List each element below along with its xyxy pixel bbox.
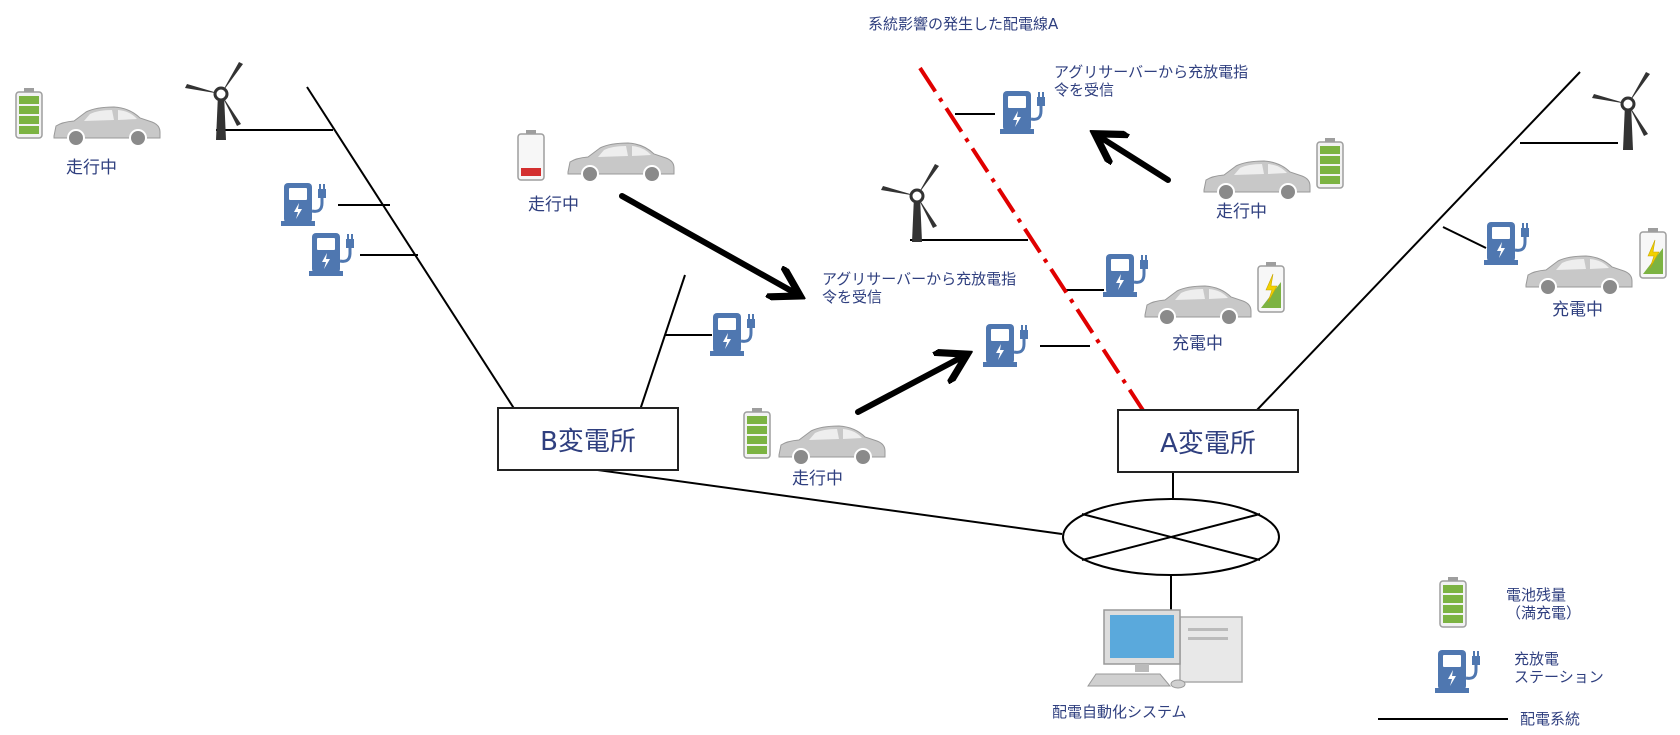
- substation-b: B変電所: [497, 407, 679, 471]
- status-label: 充電中: [1172, 334, 1223, 354]
- ev-car-icon: [1144, 285, 1252, 326]
- ev-car-icon: [53, 106, 161, 147]
- battery-full-icon: [1316, 137, 1344, 189]
- wind-turbine-icon: [183, 60, 245, 142]
- battery-charging-icon: [1639, 227, 1667, 279]
- aggregator-message-line: アグリサーバーから充放電指: [822, 270, 1017, 288]
- aggregator-message: アグリサーバーから充放電指 令を受信: [1054, 63, 1248, 99]
- aggregator-message-line: 令を受信: [1054, 81, 1115, 99]
- legend-line-label: 配電系統: [1520, 710, 1581, 728]
- status-label: 走行中: [528, 195, 579, 215]
- battery-low-icon: [517, 129, 545, 181]
- wind-turbine-icon: [1590, 70, 1652, 152]
- aggregator-message-line: 令を受信: [822, 288, 883, 306]
- aggregator-message: アグリサーバーから充放電指 令を受信: [822, 270, 1016, 306]
- charging-station-icon: [307, 231, 356, 278]
- dms-label: 配電自動化システム: [1052, 703, 1187, 721]
- ev-car-icon: [778, 425, 886, 466]
- battery-full-icon: [15, 87, 43, 139]
- legend-station-icon: [1433, 648, 1482, 695]
- arrow-to-aggregator: [619, 193, 795, 293]
- computer-icon: [1087, 609, 1243, 689]
- fault-feeder-title: 系統影響の発生した配電線A: [868, 15, 1059, 33]
- charging-station-icon: [1482, 220, 1531, 267]
- legend-text: ステーション: [1514, 668, 1604, 686]
- status-label: 充電中: [1552, 300, 1603, 320]
- charging-station-icon: [981, 322, 1030, 369]
- fault-line-a: [918, 66, 1150, 420]
- charging-station-icon: [998, 89, 1047, 136]
- network-switch: [1062, 498, 1280, 576]
- legend-text: 充放電: [1514, 650, 1560, 668]
- status-label: 走行中: [792, 469, 843, 489]
- ev-car-icon: [1525, 255, 1633, 296]
- legend-text: 電池残量: [1506, 586, 1567, 604]
- arrow-to-station: [855, 357, 962, 415]
- distribution-lines: [216, 71, 1618, 720]
- charging-station-icon: [1101, 252, 1150, 299]
- battery-charging-icon: [1257, 261, 1285, 313]
- status-label: 走行中: [66, 158, 117, 178]
- ev-car-icon: [1203, 160, 1311, 201]
- battery-full-icon: [743, 407, 771, 459]
- charging-station-icon: [279, 181, 328, 228]
- substation-a: A変電所: [1117, 409, 1299, 473]
- ev-car-icon: [567, 142, 675, 183]
- legend-text: （満充電）: [1506, 604, 1582, 622]
- legend-battery-label: 電池残量 （満充電）: [1506, 586, 1581, 622]
- arrow-to-station: [1100, 137, 1171, 183]
- legend-station-label: 充放電 ステーション: [1514, 650, 1604, 686]
- wind-turbine-icon: [879, 162, 941, 244]
- status-label: 走行中: [1216, 202, 1267, 222]
- legend-battery-icon: [1439, 576, 1467, 628]
- aggregator-message-line: アグリサーバーから充放電指: [1054, 63, 1249, 81]
- charging-station-icon: [708, 311, 757, 358]
